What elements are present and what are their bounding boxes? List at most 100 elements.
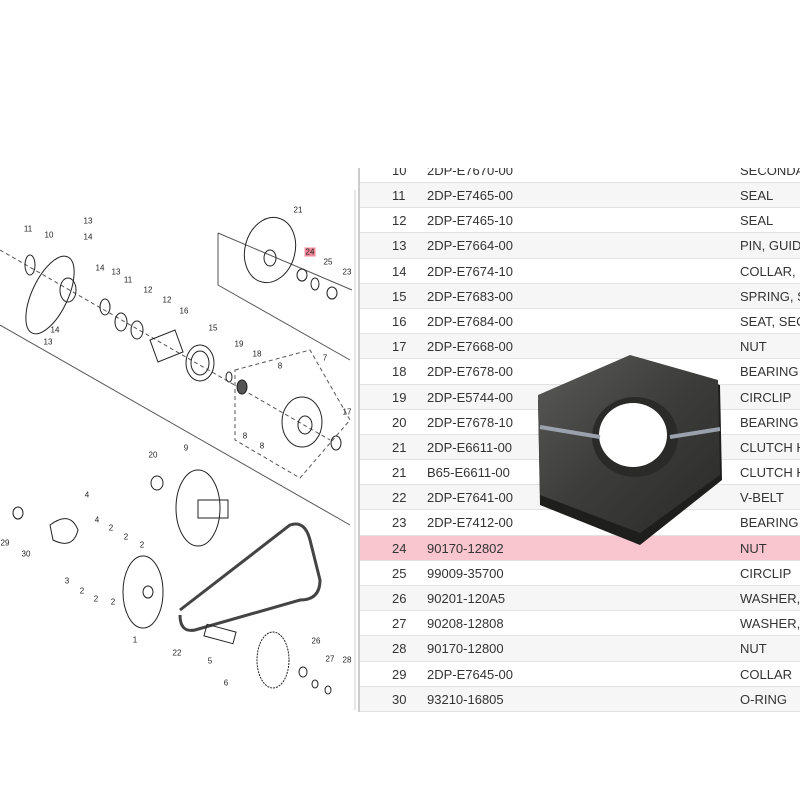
table-row[interactable]: 16 2DP-E7684-00 SEAT, SEC <box>360 308 800 335</box>
part-description: COLLAR <box>740 666 793 682</box>
part-number: 2DP-E7465-10 <box>427 213 513 229</box>
callout-label: 11 <box>23 224 33 234</box>
part-description: BEARING <box>740 364 799 380</box>
table-row[interactable]: 27 90208-12808 WASHER, <box>360 611 800 637</box>
part-number: 2DP-E7670-00 <box>427 168 513 178</box>
callout-label: 13 <box>43 337 53 347</box>
part-description: WASHER, <box>740 616 800 632</box>
exploded-parts-diagram: 21 24 25 23 11 10 13 14 14 13 11 12 12 1… <box>0 190 358 710</box>
table-row[interactable]: 26 90201-120A5 WASHER, <box>360 586 800 612</box>
part-number: 2DP-E7412-00 <box>427 515 513 531</box>
part-description: CIRCLIP <box>740 565 792 581</box>
callout-label-highlighted: 24 <box>304 247 316 257</box>
part-description: SEAT, SEC <box>740 313 800 329</box>
part-description: CIRCLIP <box>740 389 792 405</box>
part-number: 2DP-E7674-10 <box>427 263 513 279</box>
part-number: 2DP-E7684-00 <box>427 313 513 329</box>
item-number: 11 <box>392 188 406 203</box>
callout-label: 9 <box>183 443 189 453</box>
callout-label: 4 <box>84 490 90 500</box>
table-row[interactable]: 30 93210-16805 O-RING <box>360 686 800 712</box>
item-number: 22 <box>392 490 407 506</box>
callout-label: 23 <box>342 267 352 277</box>
callout-label: 8 <box>277 361 283 371</box>
callout-label: 13 <box>111 267 121 277</box>
callout-label: 29 <box>0 538 10 548</box>
callout-label: 18 <box>252 349 262 359</box>
callout-label: 30 <box>21 549 31 559</box>
item-number: 21 <box>392 465 407 481</box>
item-number: 28 <box>392 641 407 657</box>
part-number: 90170-12800 <box>427 641 504 657</box>
callout-label: 10 <box>44 230 54 240</box>
callout-label: 28 <box>342 655 352 665</box>
table-row[interactable]: 25 99009-35700 CIRCLIP <box>360 560 800 586</box>
part-description: NUT <box>740 339 767 355</box>
callout-label: 2 <box>110 597 116 607</box>
callout-label: 21 <box>293 205 303 215</box>
part-number: 93210-16805 <box>427 691 504 707</box>
part-number: B65-E6611-00 <box>427 465 510 481</box>
part-number: 2DP-E6611-00 <box>427 439 513 455</box>
part-number: 2DP-E5744-00 <box>427 389 513 405</box>
callout-label: 8 <box>242 431 248 441</box>
callout-label: 2 <box>139 540 145 550</box>
item-number: 23 <box>392 515 407 531</box>
part-description: NUT <box>740 540 767 556</box>
part-description: O-RING <box>740 691 787 707</box>
callout-label: 22 <box>172 648 182 658</box>
callout-label: 17 <box>342 407 352 417</box>
part-number: 2DP-E7678-00 <box>427 364 513 380</box>
callout-label: 7 <box>322 353 328 363</box>
part-number: 90208-12808 <box>427 616 504 632</box>
item-number: 18 <box>392 364 407 380</box>
callout-label: 14 <box>95 263 105 273</box>
callout-label: 6 <box>223 678 229 688</box>
part-description: SEAL <box>740 213 774 229</box>
item-number: 15 <box>392 288 407 304</box>
callout-label: 13 <box>83 216 93 226</box>
part-number: 90201-120A5 <box>427 591 506 606</box>
callout-label: 11 <box>123 275 133 285</box>
item-number: 26 <box>392 591 407 606</box>
callout-label: 8 <box>259 441 265 451</box>
callout-label: 4 <box>94 515 100 525</box>
item-number: 27 <box>392 616 407 632</box>
part-number: 99009-35700 <box>427 565 504 581</box>
part-description: V-BELT <box>740 490 784 506</box>
part-number: 2DP-E7668-00 <box>427 339 513 355</box>
part-description: PIN, GUID <box>740 238 800 254</box>
callout-label: 3 <box>64 576 70 586</box>
item-number: 25 <box>392 565 407 581</box>
callout-label: 26 <box>311 636 321 646</box>
callout-label: 20 <box>148 450 158 460</box>
callout-label: 2 <box>93 594 99 604</box>
callout-label: 15 <box>208 323 218 333</box>
part-description: SPRING, S <box>740 288 800 304</box>
callout-label: 16 <box>179 306 189 316</box>
part-number: 2DP-E7465-00 <box>427 188 513 203</box>
callout-label: 2 <box>108 523 114 533</box>
part-number: 2DP-E7664-00 <box>427 238 513 254</box>
callout-label: 5 <box>207 656 213 666</box>
item-number: 30 <box>392 691 407 707</box>
part-description: COLLAR, ( <box>740 263 800 279</box>
item-number: 29 <box>392 666 407 682</box>
item-number: 19 <box>392 389 407 405</box>
part-description: WASHER, <box>740 591 800 606</box>
callout-label: 14 <box>83 232 93 242</box>
item-number: 16 <box>392 313 407 329</box>
callout-label: 25 <box>323 257 333 267</box>
nut-groove <box>539 425 721 439</box>
